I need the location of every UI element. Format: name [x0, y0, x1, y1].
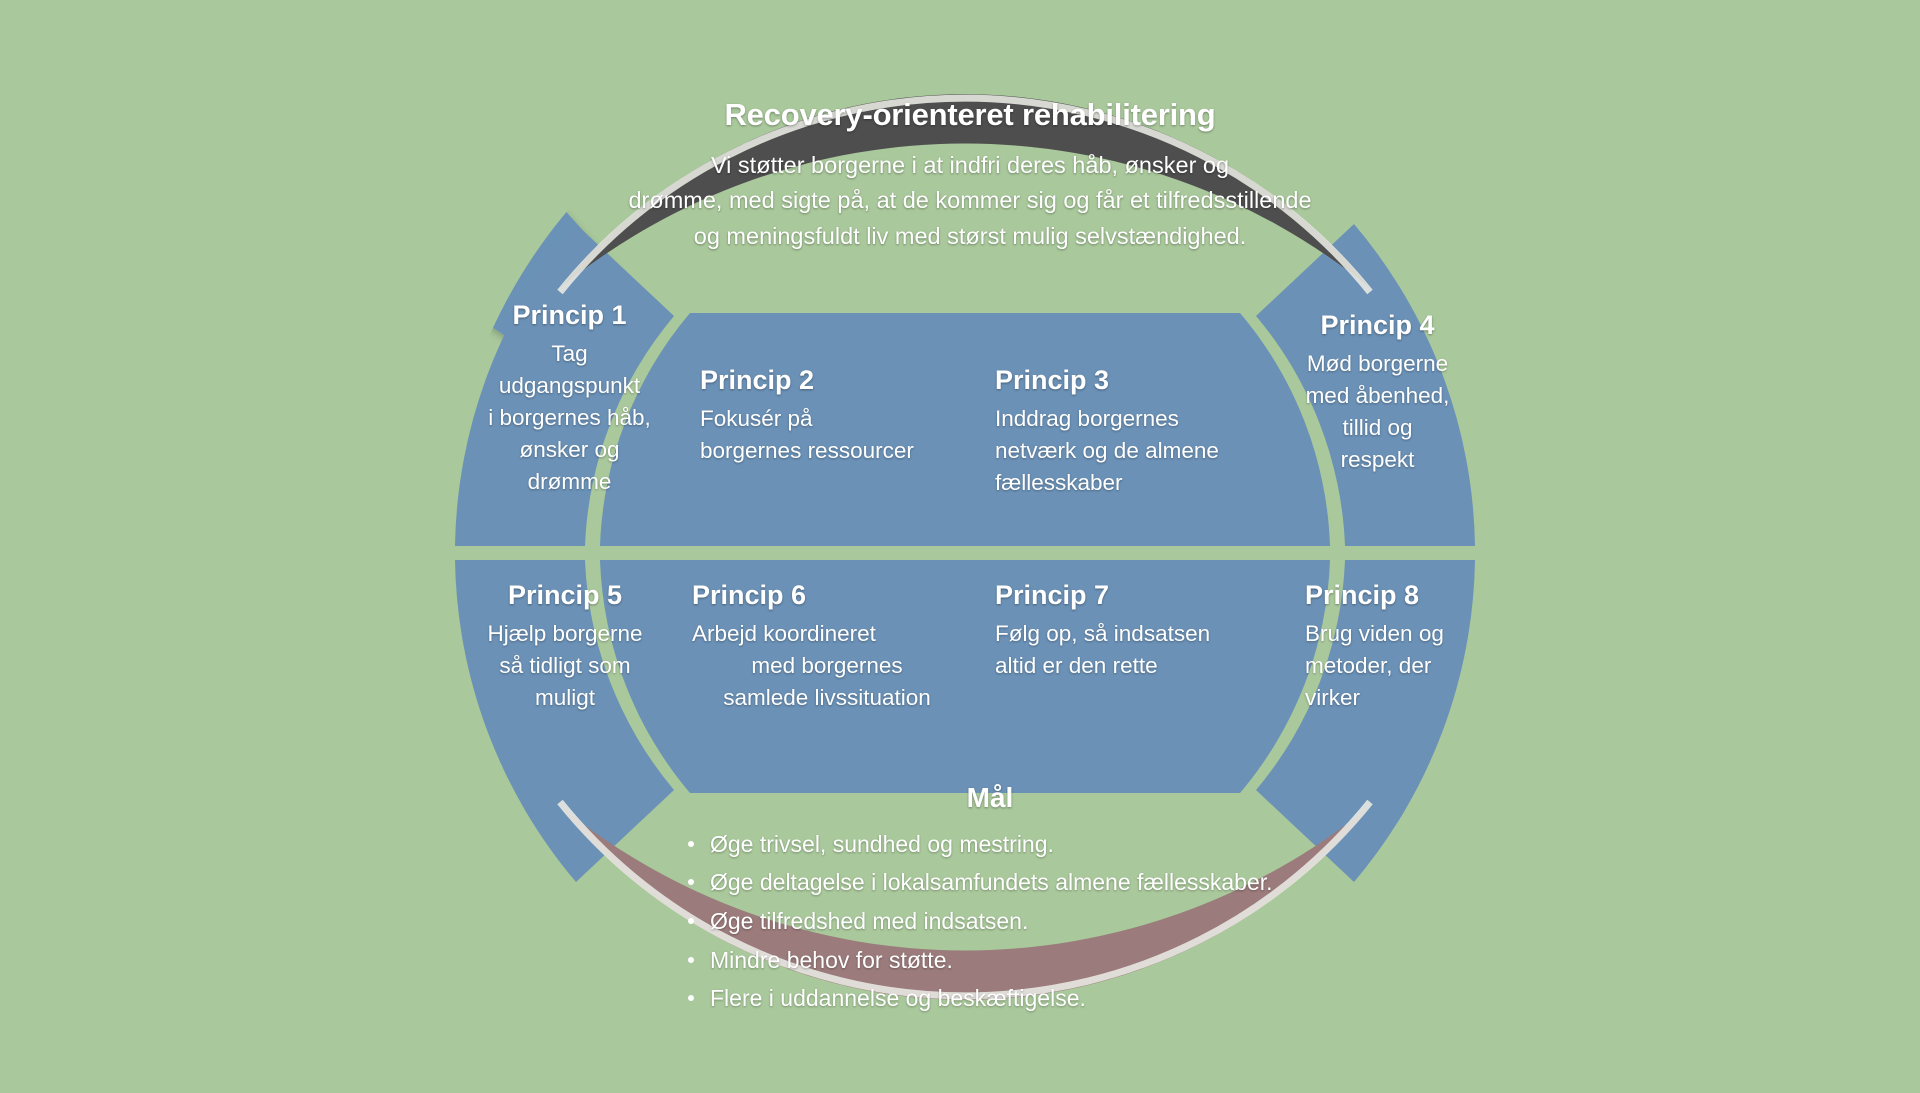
- top-body-line-3: og meningsfuldt liv med størst mulig sel…: [693, 223, 1247, 250]
- princip-3-title: Princip 3: [995, 365, 1110, 395]
- princip-4-title: Princip 4: [1320, 310, 1435, 340]
- top-statement-body: Vi støtter borgerne i at indfri deres hå…: [570, 148, 1370, 255]
- wedge-5: [455, 560, 674, 882]
- princip-6-line-2: med borgernes: [751, 652, 903, 678]
- top-body-line-2: drømme, med sigte på, at de kommer sig o…: [628, 187, 1312, 214]
- wedge-6: [600, 560, 965, 793]
- princip-2-line-2: borgernes ressourcer: [700, 437, 914, 463]
- princip-4-body: Mød borgerne med åbenhed, tillid og resp…: [1275, 348, 1480, 476]
- princip-6-line-3: samlede livssituation: [723, 684, 931, 710]
- princip-5-line-3: muligt: [534, 684, 596, 710]
- princip-3-line-2: netværk og de almene: [995, 437, 1219, 463]
- princip-8-line-3: virker: [1305, 684, 1360, 710]
- goal-item: Øge deltagelse i lokalsamfundets almene …: [688, 863, 1340, 902]
- wedge-3: [965, 313, 1330, 546]
- goal-title: Mål: [966, 782, 1014, 813]
- panel-princip-5[interactable]: Princip 5 Hjælp borgerne så tidligt som …: [465, 580, 665, 714]
- princip-2-title: Princip 2: [700, 365, 815, 395]
- princip-5-title: Princip 5: [507, 580, 623, 610]
- princip-6-line-1: Arbejd koordineret: [692, 621, 876, 646]
- bottom-lens-rim: [557, 799, 1373, 1000]
- top-lens-rim: [557, 94, 1373, 295]
- princip-8-body: Brug viden og metoder, der virker: [1305, 618, 1505, 714]
- princip-7-title: Princip 7: [995, 580, 1110, 610]
- panel-princip-4[interactable]: Princip 4 Mød borgerne med åbenhed, till…: [1275, 310, 1480, 476]
- princip-7-line-2: altid er den rette: [995, 652, 1158, 678]
- princip-1-line-5: drømme: [527, 468, 612, 494]
- panel-princip-8[interactable]: Princip 8 Brug viden og metoder, der vir…: [1305, 580, 1505, 714]
- princip-1-line-4: ønsker og: [519, 436, 620, 462]
- panel-princip-3[interactable]: Princip 3 Inddrag borgernes netværk og d…: [995, 365, 1270, 499]
- princip-4-line-4: respekt: [1340, 446, 1415, 472]
- princip-4-line-2: med åbenhed,: [1305, 382, 1450, 408]
- bottom-row-segments: [455, 560, 1475, 882]
- princip-8-line-2: metoder, der: [1305, 652, 1432, 678]
- wedge-1: [455, 224, 674, 546]
- wedge-2: [600, 313, 965, 546]
- princip-2-body: Fokusér på borgernes ressourcer: [700, 403, 950, 467]
- princip-1-body: Tag udgangspunkt i borgernes håb, ønsker…: [472, 338, 667, 498]
- top-body-line-1: Vi støtter borgerne i at indfri deres hå…: [710, 151, 1230, 178]
- princip-5-body: Hjælp borgerne så tidligt som muligt: [465, 618, 665, 714]
- princip-8-line-1: Brug viden og: [1305, 621, 1444, 646]
- top-statement-title: Recovery-orienteret rehabilitering: [724, 97, 1216, 132]
- princip-7-line-1: Følg op, så indsatsen: [995, 621, 1211, 646]
- princip-1-line-3: i borgernes håb,: [488, 404, 651, 430]
- panel-princip-6[interactable]: Princip 6 Arbejd koordineret med borgern…: [692, 580, 962, 714]
- goal-item: Mindre behov for støtte.: [688, 941, 1340, 980]
- wedge-4: [1256, 224, 1475, 546]
- princip-1-line-1: Tag: [551, 341, 588, 366]
- goal-item: Øge tilfredshed med indsatsen.: [688, 902, 1340, 941]
- princip-3-body: Inddrag borgernes netværk og de almene f…: [995, 403, 1270, 499]
- panel-princip-7[interactable]: Princip 7 Følg op, så indsatsen altid er…: [995, 580, 1260, 682]
- wedge-7: [965, 560, 1330, 793]
- goal-list: Øge trivsel, sundhed og mestring. Øge de…: [640, 825, 1340, 1018]
- princip-2-line-1: Fokusér på: [700, 406, 813, 431]
- princip-6-body: Arbejd koordineret med borgernes samlede…: [692, 618, 962, 714]
- goal-item: Øge trivsel, sundhed og mestring.: [688, 825, 1340, 864]
- goal-block: Mål Øge trivsel, sundhed og mestring. Øg…: [640, 780, 1340, 1018]
- top-row-segments: [455, 224, 1475, 546]
- panel-princip-2[interactable]: Princip 2 Fokusér på borgernes ressource…: [700, 365, 950, 467]
- princip-7-body: Følg op, så indsatsen altid er den rette: [995, 618, 1260, 682]
- princip-1-line-2: udgangspunkt: [498, 372, 641, 398]
- princip-3-line-1: Inddrag borgernes: [995, 406, 1179, 431]
- panel-princip-1[interactable]: Princip 1 Tag udgangspunkt i borgernes h…: [472, 300, 667, 498]
- princip-5-line-2: så tidligt som: [499, 652, 631, 678]
- top-statement-block: Recovery-orienteret rehabilitering Vi st…: [570, 95, 1370, 255]
- princip-3-line-3: fællesskaber: [995, 469, 1123, 495]
- princip-1-title: Princip 1: [512, 300, 627, 330]
- princip-6-title: Princip 6: [692, 580, 807, 610]
- princip-5-line-1: Hjælp borgerne: [487, 621, 643, 646]
- princip-4-line-3: tillid og: [1342, 414, 1413, 440]
- goal-item: Flere i uddannelse og beskæftigelse.: [688, 979, 1340, 1018]
- wedge-8: [1256, 560, 1475, 882]
- princip-8-title: Princip 8: [1305, 580, 1420, 610]
- princip-4-line-1: Mød borgerne: [1306, 351, 1449, 376]
